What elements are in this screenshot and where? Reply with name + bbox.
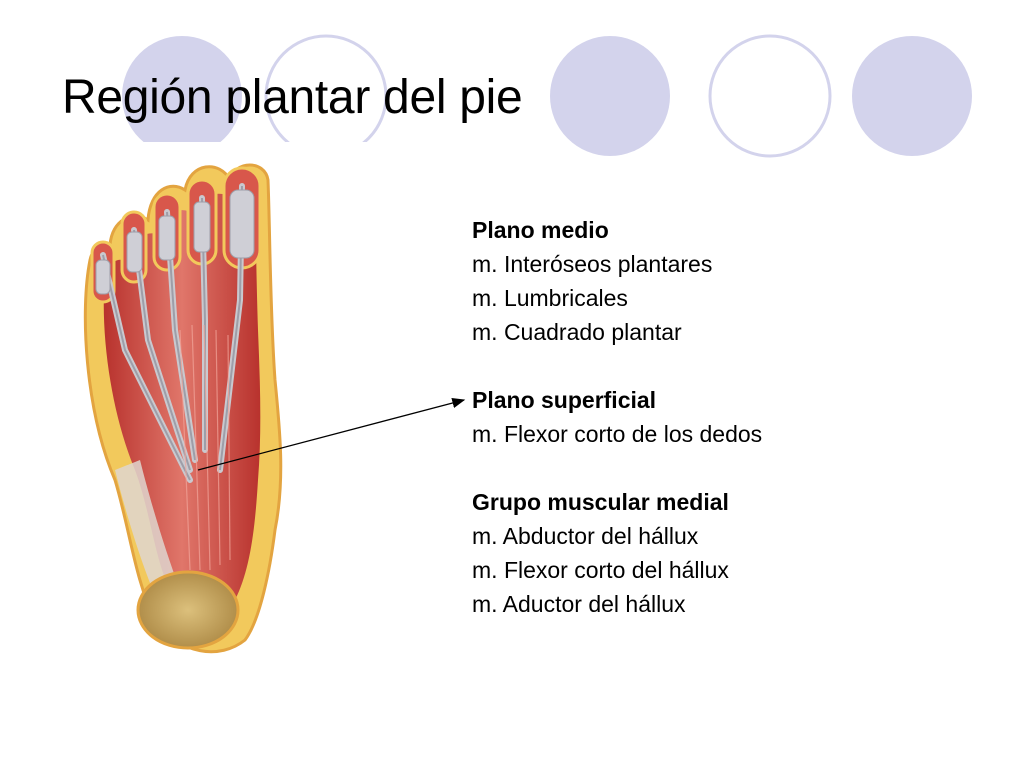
group-item: m. Cuadrado plantar <box>472 319 682 345</box>
header-decoration <box>0 34 972 170</box>
group-plano-medio: Plano medio m. Interóseos plantares m. L… <box>472 213 992 349</box>
deco-circle <box>708 34 832 158</box>
heel-pad <box>136 570 240 650</box>
group-muscular-medial: Grupo muscular medial m. Abductor del há… <box>472 485 992 621</box>
foot-illustration <box>83 163 283 654</box>
group-item: m. Abductor del hállux <box>472 523 699 549</box>
group-heading: Grupo muscular medial <box>472 489 729 515</box>
group-heading: Plano medio <box>472 217 609 243</box>
muscle-list: Plano medio m. Interóseos plantares m. L… <box>472 213 992 655</box>
deco-circle <box>852 36 972 156</box>
aponeurosis <box>115 460 180 595</box>
deco-circle <box>550 36 670 156</box>
group-item: m. Flexor corto de los dedos <box>472 421 763 447</box>
tendon-sheaths <box>95 189 255 295</box>
group-plano-superficial: Plano superficial m. Flexor corto de los… <box>472 383 992 451</box>
group-item: m. Lumbricales <box>472 285 628 311</box>
group-item: m. Flexor corto del hállux <box>472 557 729 583</box>
group-item: m. Interóseos plantares <box>472 251 713 277</box>
slide-title: Región plantar del pie <box>62 71 523 124</box>
deco-circle <box>122 36 242 156</box>
group-heading: Plano superficial <box>472 387 657 413</box>
group-item: m. Aductor del hállux <box>472 591 686 617</box>
